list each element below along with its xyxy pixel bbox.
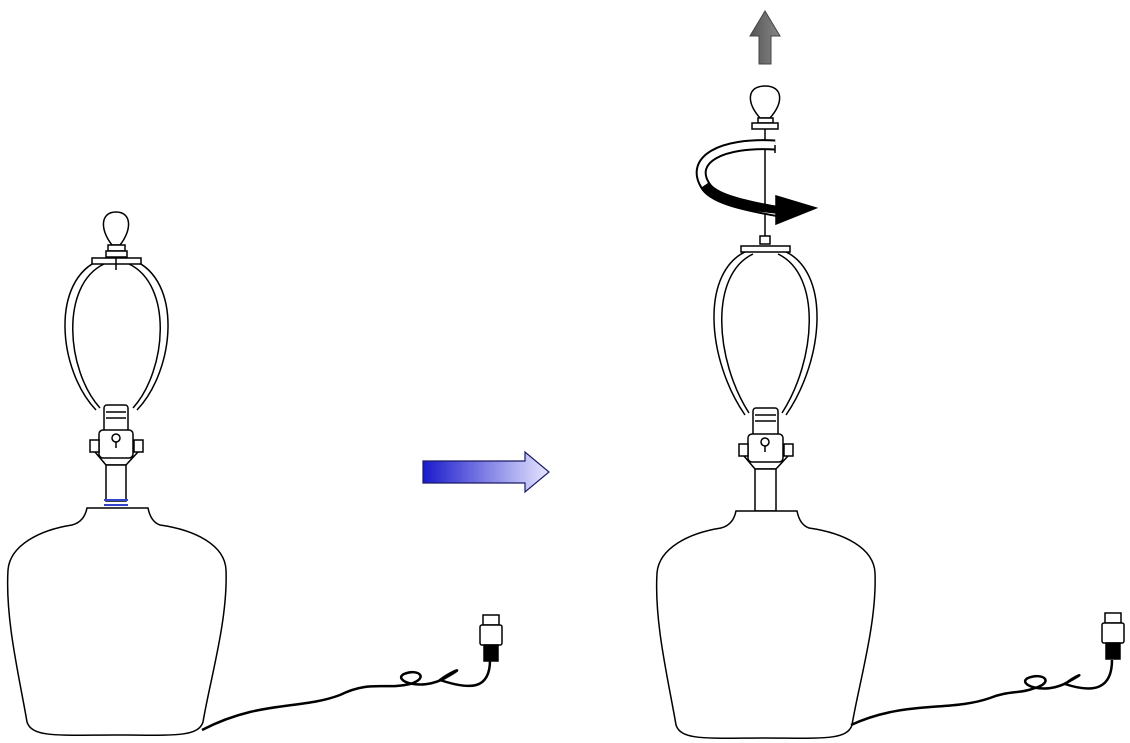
power-cord-icon — [201, 659, 492, 732]
power-cord-icon-right — [850, 659, 1114, 727]
neck-icon-right — [754, 468, 777, 512]
socket-icon — [89, 404, 144, 466]
lamp-base-icon-right — [655, 510, 876, 739]
harp-icon — [64, 257, 169, 411]
socket-icon-right — [738, 407, 794, 470]
up-arrow-icon — [749, 10, 781, 65]
finial-lifted-icon — [749, 85, 781, 130]
lamp-assembled — [6, 211, 503, 736]
finial-icon — [102, 211, 130, 258]
lamp-finial-removed — [655, 10, 1125, 739]
plug-icon — [479, 614, 503, 662]
lamp-base-icon — [6, 507, 227, 736]
rotate-arrow-icon — [695, 139, 819, 226]
plug-icon-right — [1101, 612, 1125, 660]
neck-icon — [104, 464, 128, 506]
step-arrow-icon — [422, 450, 550, 494]
harp-icon-right — [713, 245, 818, 416]
